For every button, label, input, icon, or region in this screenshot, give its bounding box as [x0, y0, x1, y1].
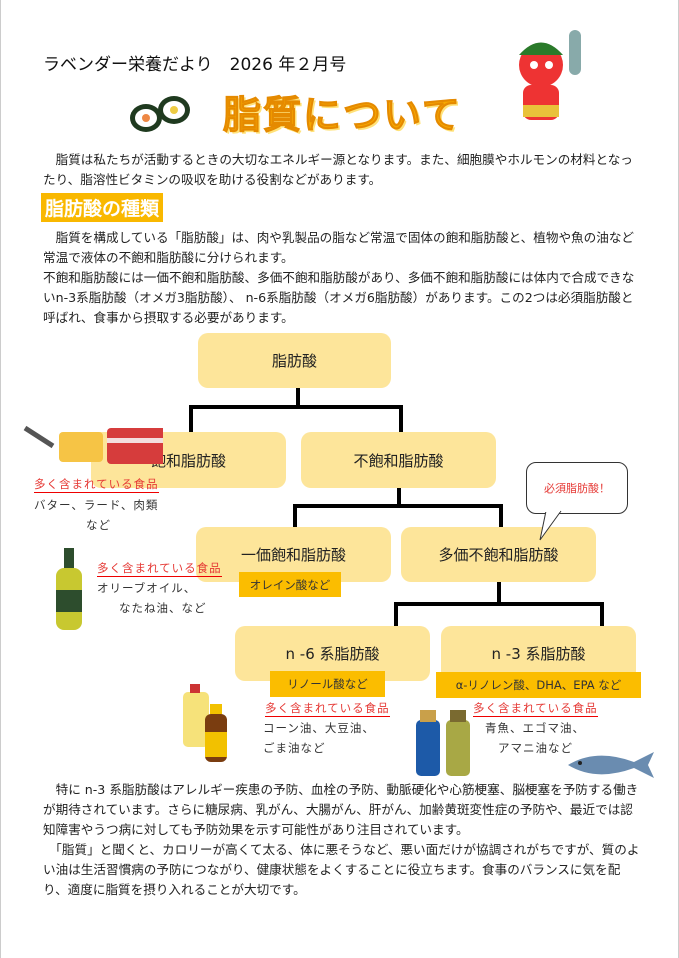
connector — [399, 405, 403, 433]
butter-meat-icon — [23, 425, 163, 464]
section-heading: 脂肪酸の種類 — [41, 193, 164, 222]
connector — [189, 405, 403, 409]
node-unsaturated: 不飽和脂肪酸 — [301, 432, 496, 488]
mackerel-fish-icon — [568, 752, 654, 778]
closing-paragraph-1: 特に n-3 系脂肪酸はアレルギー疾患の予防、血栓の予防、動脈硬化や心筋梗塞、脳… — [43, 782, 639, 837]
corn-sesame-oil-icon — [183, 684, 227, 762]
connector — [600, 602, 604, 626]
connector — [397, 488, 401, 506]
closing-paragraph-2: 「脂質」と聞くと、カロリーが高くて太る、体に悪そうなど、悪い面だけが協調されがち… — [43, 842, 640, 897]
sushi-roll-icon — [130, 96, 190, 132]
node-monounsaturated: 一価飽和脂肪酸 — [196, 527, 391, 582]
mono-foods: オリーブオイル、なたね油、など — [97, 581, 207, 615]
node-polyunsaturated: 多価不飽和脂肪酸 — [401, 527, 596, 582]
saturated-foods: バター、ラード、肉類など — [34, 498, 159, 532]
connector — [394, 602, 398, 626]
connector — [394, 602, 604, 606]
tag-oleic: オレイン酸など — [239, 572, 341, 597]
section-paragraph-1: 脂質を構成している「脂肪酸」は、肉や乳製品の脂など常温で固体の飽和脂肪酸と、植物… — [43, 230, 635, 265]
section-paragraph-2: 不飽和脂肪酸には一価不飽和脂肪酸、多価不飽和脂肪酸があり、多価不飽和脂肪酸には体… — [43, 270, 635, 325]
connector — [296, 388, 300, 408]
n6-foods: コーン油、大豆油、ごま油など — [263, 721, 375, 755]
foods-label: 多く含まれている食品 — [34, 477, 159, 493]
speech-bubble: 必須脂肪酸！ — [526, 462, 628, 514]
perilla-linseed-oil-icon — [416, 710, 470, 776]
connector — [499, 504, 503, 528]
oni-demon-icon — [519, 30, 581, 120]
intro-paragraph: 脂質は私たちが活動するときの大切なエネルギー源となります。また、細胞膜やホルモン… — [43, 152, 633, 187]
node-fatty-acid: 脂肪酸 — [198, 333, 391, 388]
n3-foods: 青魚、エゴマ油、アマニ油など — [485, 721, 585, 755]
page-title: 脂質について — [223, 93, 462, 138]
tag-linoleic: リノール酸など — [270, 671, 385, 697]
tag-linolenic: α-リノレン酸、DHA、EPA など — [436, 672, 641, 698]
olive-oil-bottle-icon — [56, 548, 82, 630]
connector — [189, 405, 193, 433]
bubble-tail — [539, 510, 562, 541]
connector — [497, 582, 501, 604]
foods-label: 多く含まれている食品 — [97, 561, 222, 577]
node-n3: n -3 系脂肪酸 — [441, 626, 636, 681]
connector — [293, 504, 503, 508]
connector — [293, 504, 297, 528]
foods-label: 多く含まれている食品 — [265, 701, 390, 717]
newsletter-header: ラベンダー栄養だより 2026 年２月号 — [43, 55, 347, 75]
foods-label: 多く含まれている食品 — [473, 701, 598, 717]
